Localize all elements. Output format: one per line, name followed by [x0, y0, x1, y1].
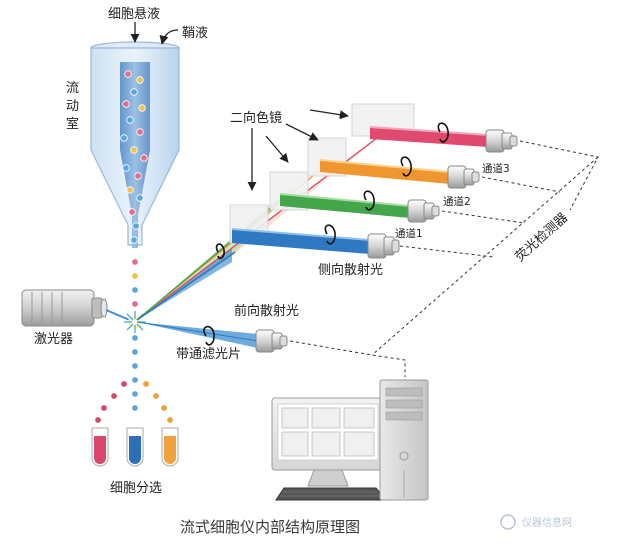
watermark-logo — [500, 514, 516, 530]
label-channel-1: 通道1 — [395, 227, 423, 240]
cell — [126, 116, 134, 124]
cell — [120, 134, 128, 142]
label-sheath-fluid: 鞘液 — [182, 26, 208, 41]
droplet — [131, 286, 139, 294]
sorted-droplet — [142, 380, 150, 388]
computer-tower — [379, 379, 429, 501]
cell — [122, 164, 130, 172]
label-channel-2: 通道2 — [443, 195, 471, 208]
keyboard — [275, 487, 388, 501]
flow-chamber — [90, 41, 180, 248]
channel-beams — [231, 126, 489, 254]
label-channel-3: 通道3 — [482, 162, 510, 175]
cell — [130, 236, 138, 244]
detector-channel-3 — [485, 129, 518, 153]
bandpass-filter-ring — [203, 325, 215, 346]
droplet — [131, 348, 139, 356]
sorted-droplet — [94, 416, 102, 424]
label-flow-chamber: 流动室 — [66, 81, 79, 132]
cell — [134, 172, 142, 180]
cell — [130, 88, 138, 96]
laser-device — [21, 289, 108, 327]
droplet — [131, 258, 139, 266]
chamber-cells — [120, 70, 148, 244]
droplet — [131, 334, 139, 342]
detector-channel-2 — [447, 165, 480, 189]
cell — [126, 186, 134, 194]
cell — [136, 194, 144, 202]
label-forward-scatter: 前向散射光 — [234, 303, 299, 319]
droplet-stream — [131, 258, 139, 412]
label-bandpass-filter: 带通滤光片 — [176, 347, 241, 362]
droplet — [131, 404, 139, 412]
cell — [128, 208, 136, 216]
monitor-screen-content — [281, 407, 375, 457]
label-side-scatter: 侧向散射光 — [318, 262, 383, 278]
detector-channel-1 — [407, 199, 440, 223]
sorted-droplet — [166, 416, 174, 424]
tube-red — [91, 427, 109, 467]
computer-monitor — [271, 397, 385, 487]
laser-beam — [105, 309, 133, 322]
cell — [130, 146, 138, 154]
cell — [138, 104, 146, 112]
sorted-droplet — [120, 380, 128, 388]
detector-side-scatter — [367, 233, 400, 259]
cell — [132, 222, 140, 230]
sorted-droplets — [94, 380, 174, 424]
forward-scatter-beam — [136, 321, 259, 348]
cell — [124, 70, 132, 78]
figure-title: 流式细胞仪内部结构原理图 — [180, 518, 360, 536]
intersection-point — [124, 311, 146, 333]
sorted-droplet — [110, 392, 118, 400]
mirror-pointer-arrows — [247, 109, 349, 191]
cell — [136, 128, 144, 136]
collection-tubes — [91, 427, 179, 467]
droplet — [131, 376, 139, 384]
droplet — [131, 362, 139, 370]
cell — [140, 154, 148, 162]
forward-scatter-detector — [255, 329, 288, 353]
detector-wiring — [289, 140, 599, 377]
tube-orange — [161, 427, 179, 467]
droplet — [131, 272, 139, 280]
label-laser: 激光器 — [34, 332, 73, 347]
label-cell-suspension: 细胞悬液 — [108, 7, 160, 22]
label-cell-sorting: 细胞分选 — [110, 481, 162, 496]
sheath-arrow — [159, 29, 179, 45]
lens-rings — [215, 122, 449, 260]
watermark-text: 仪器信息网 — [522, 516, 572, 529]
sorted-droplet — [152, 392, 160, 400]
label-dichroic-mirror: 二向色镜 — [230, 110, 282, 126]
sorted-droplet — [100, 404, 108, 412]
cell — [136, 76, 144, 84]
label-fluorescence-detector: 荧光检测器 — [513, 210, 571, 265]
cell — [122, 100, 130, 108]
droplet — [131, 390, 139, 398]
droplet — [131, 300, 139, 308]
sorted-droplet — [160, 404, 168, 412]
tube-blue — [126, 427, 144, 467]
